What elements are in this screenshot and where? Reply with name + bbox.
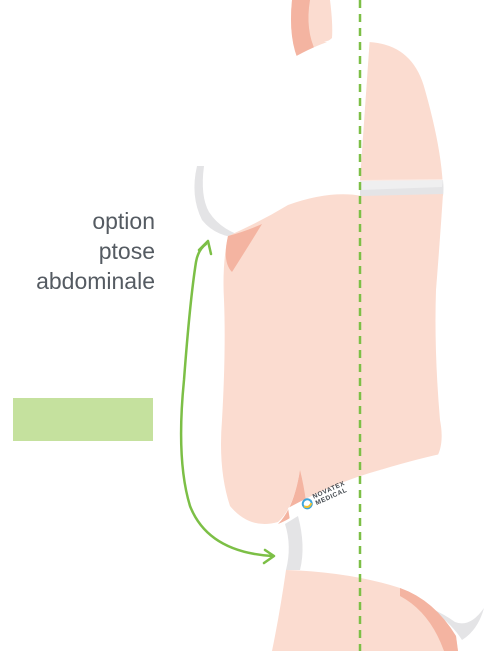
caption-line-3: abdominale	[36, 266, 155, 296]
caption-line-1: option	[36, 206, 155, 236]
green-swatch	[13, 398, 153, 441]
caption-line-2: ptose	[36, 236, 155, 266]
back-upper	[360, 42, 443, 196]
option-caption: option ptose abdominale	[36, 206, 155, 296]
arrow-head-top-icon	[199, 241, 211, 254]
